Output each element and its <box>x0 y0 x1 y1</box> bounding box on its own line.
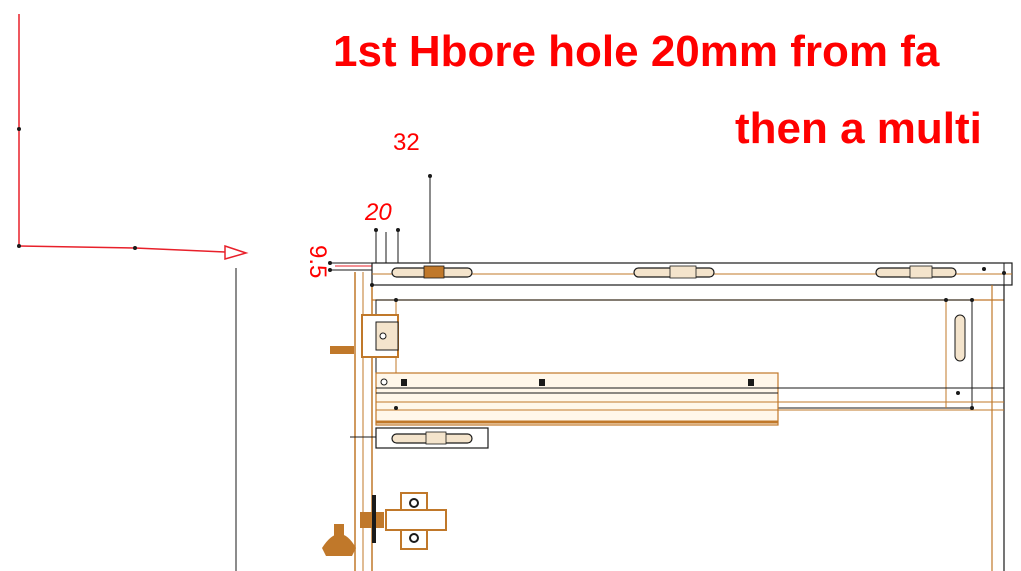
hinge-bracket <box>330 314 399 358</box>
shelf-bar <box>375 372 1004 426</box>
leader-points <box>17 127 137 250</box>
bottom-hinge <box>360 492 447 550</box>
dimension-32: 32 <box>393 129 420 156</box>
knob-icon <box>322 524 356 556</box>
vertical-slot <box>954 314 966 362</box>
node-points <box>370 267 1006 410</box>
annotation-line-2: then a multi <box>735 104 982 153</box>
dimension-20: 20 <box>364 199 392 226</box>
dimension-9-5: 9.5 <box>304 245 331 278</box>
lower-slot-rail <box>350 427 489 449</box>
leader-arrow <box>18 14 249 260</box>
dimension-points <box>328 174 432 272</box>
annotation-line-1: 1st Hbore hole 20mm from fa <box>333 27 940 76</box>
slot-holes <box>423 265 933 279</box>
